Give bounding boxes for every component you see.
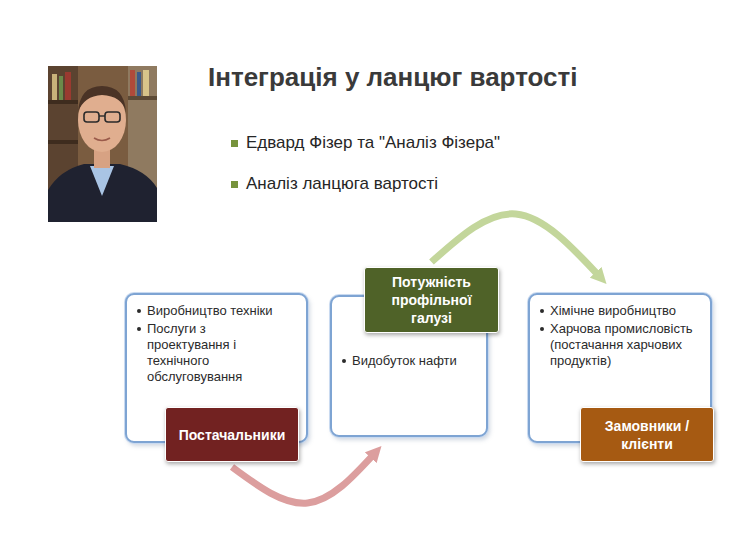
box-text: Видобуток нафти <box>352 353 457 369</box>
box-body: Хімічне виробництвоХарчова промисловість… <box>540 303 706 371</box>
box-text: Харчова промисловість (постачання харчов… <box>550 321 706 369</box>
bullet-dot <box>137 327 141 331</box>
tab-heading: Постачальники <box>179 426 286 444</box>
stage-tab: Постачальники <box>165 407 299 462</box>
bullet-dot <box>540 327 544 331</box>
box-text: Хімічне виробництво <box>550 303 676 319</box>
bullet-text: Аналіз ланцюга вартості <box>246 174 438 194</box>
bullet-row: Послуги з проектування і технічного обсл… <box>137 321 277 385</box>
stage-tab: Потужність профільної галузі <box>364 267 499 333</box>
process-box: Виробництво технікиПослуги з проектуванн… <box>125 293 308 443</box>
box-body: Виробництво технікиПослуги з проектуванн… <box>137 303 277 387</box>
process-box: Хімічне виробництвоХарчова промисловість… <box>528 293 712 443</box>
bullet-dot <box>540 309 544 313</box>
portrait-photo <box>48 66 157 222</box>
bullet-row: Виробництво техніки <box>137 303 277 319</box>
bullet-row: Харчова промисловість (постачання харчов… <box>540 321 706 369</box>
bullet-dot <box>137 309 141 313</box>
bullet-row: Видобуток нафти <box>342 353 478 369</box>
bullet-square <box>231 181 238 188</box>
slide-title: Інтеграція у ланцюг вартості <box>208 62 577 93</box>
bullet-dot <box>342 359 346 363</box>
box-text: Виробництво техніки <box>147 303 273 319</box>
tab-heading: Потужність профільної галузі <box>371 273 492 327</box>
bullet-square <box>231 140 238 147</box>
bullet-text: Едвард Фізер та "Аналіз Фізера" <box>246 133 500 153</box>
process-box: Видобуток нафтиПотужність профільної гал… <box>330 295 488 437</box>
box-text: Послуги з проектування і технічного обсл… <box>147 321 277 385</box>
box-body: Видобуток нафти <box>342 353 478 371</box>
stage-tab: Замовники / клієнти <box>580 407 714 462</box>
bullet-row: Хімічне виробництво <box>540 303 706 319</box>
tab-heading: Замовники / клієнти <box>587 417 707 453</box>
